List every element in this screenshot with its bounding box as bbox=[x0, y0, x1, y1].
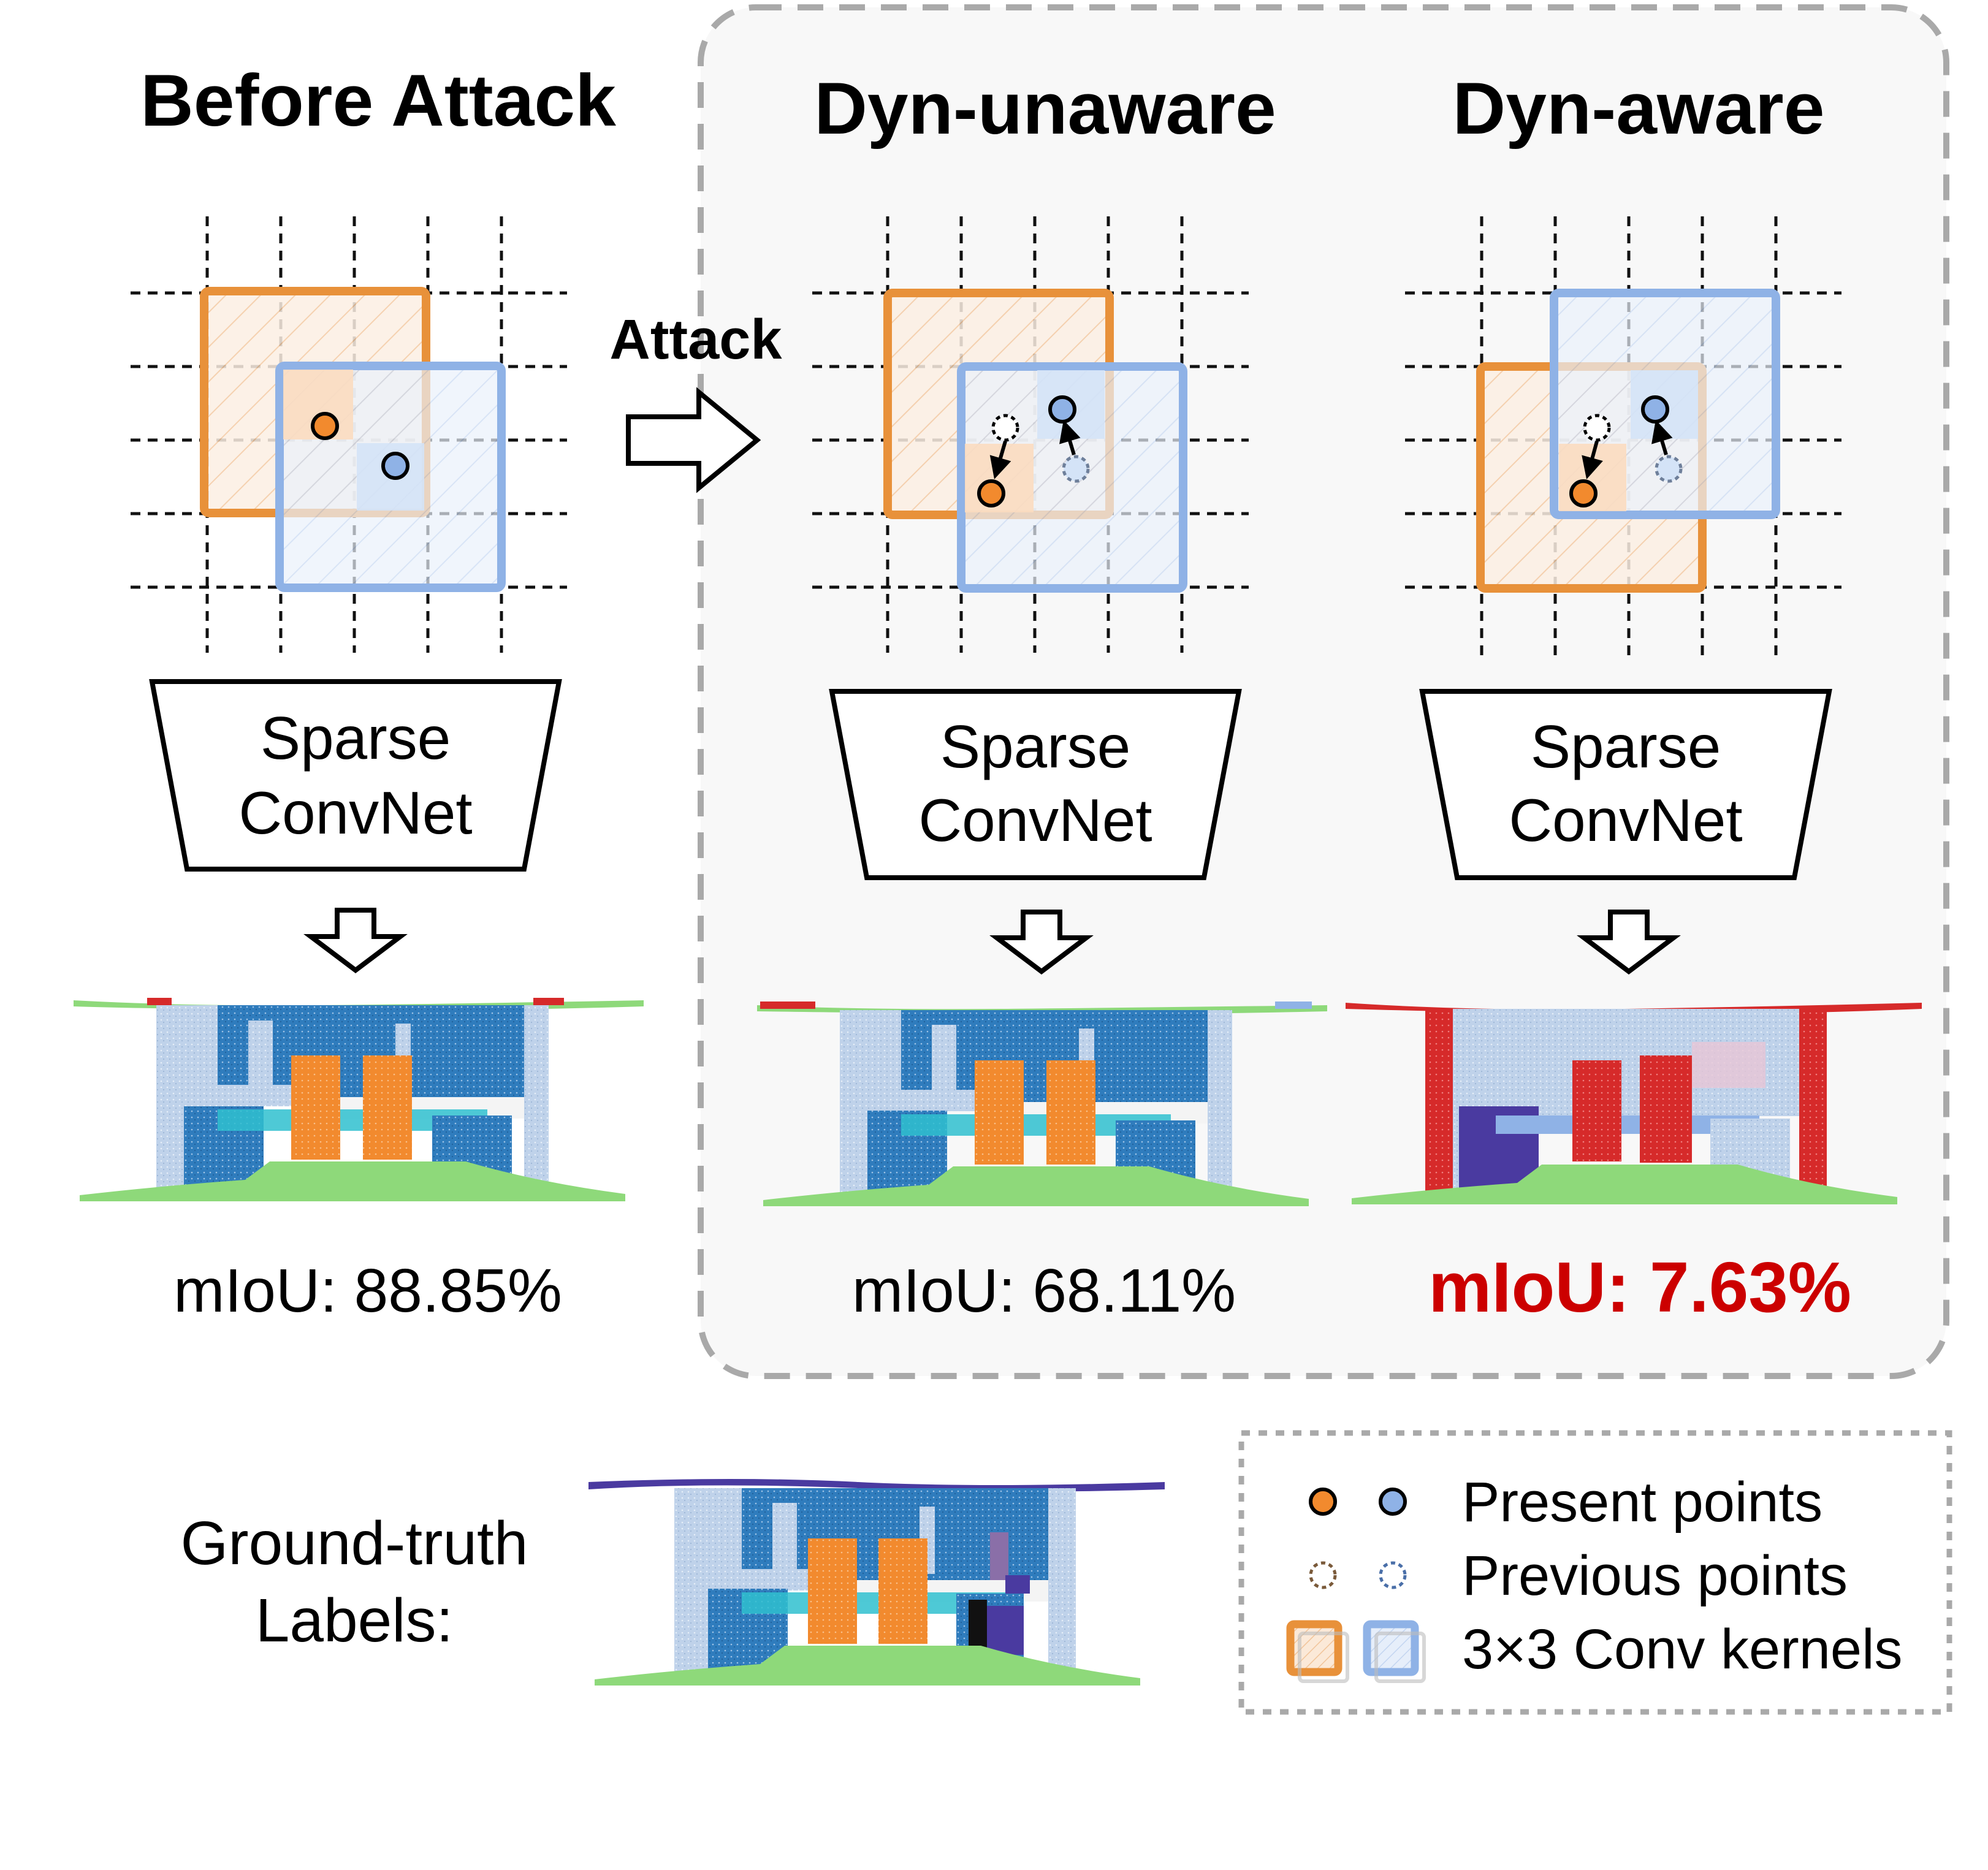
svg-text:ConvNet: ConvNet bbox=[918, 786, 1152, 854]
orange-present-point bbox=[311, 412, 339, 440]
svg-text:Sparse: Sparse bbox=[261, 704, 451, 772]
blue-previous-point bbox=[1062, 455, 1090, 483]
header-dyn-aware: Dyn-aware bbox=[1453, 67, 1825, 150]
header-before-attack: Before Attack bbox=[140, 59, 616, 142]
segmentation-aware bbox=[1346, 1003, 1922, 1204]
ground-truth-label-line1: Ground-truth bbox=[181, 1509, 528, 1578]
blue-present-point bbox=[1641, 395, 1669, 424]
svg-text:ConvNet: ConvNet bbox=[1509, 786, 1742, 854]
legend-present-points: Present points bbox=[1462, 1471, 1822, 1534]
orange-conv-kernel-icon bbox=[1286, 1620, 1342, 1676]
miou-aware: mIoU: 7.63% bbox=[1428, 1247, 1851, 1327]
attack-label: Attack bbox=[609, 308, 782, 371]
down-arrow-icon bbox=[989, 910, 1094, 975]
legend-previous-points: Previous points bbox=[1462, 1545, 1848, 1607]
down-arrow-icon bbox=[1577, 910, 1681, 975]
sparse-convnet-unaware: Sparse ConvNet bbox=[829, 689, 1242, 880]
blue-conv-kernel-icon bbox=[1363, 1620, 1419, 1676]
legend-conv-kernels: 3×3 Conv kernels bbox=[1462, 1618, 1903, 1681]
segmentation-before bbox=[74, 998, 644, 1201]
attack-arrow-icon bbox=[626, 387, 761, 493]
orange-previous-point-icon bbox=[1309, 1561, 1337, 1589]
down-arrow-icon bbox=[303, 908, 408, 974]
orange-present-point-icon bbox=[1309, 1488, 1337, 1516]
voxel-grid-unaware bbox=[812, 216, 1249, 653]
orange-present-point bbox=[1569, 479, 1598, 507]
blue-previous-point-icon bbox=[1379, 1561, 1407, 1589]
svg-text:ConvNet: ConvNet bbox=[238, 779, 472, 846]
blue-present-point-icon bbox=[1379, 1488, 1407, 1516]
blue-present-point bbox=[1048, 395, 1076, 424]
miou-unaware: mIoU: 68.11% bbox=[852, 1256, 1236, 1325]
segmentation-ground-truth bbox=[588, 1479, 1165, 1686]
legend: Present points Previous points 3×3 Conv … bbox=[1238, 1430, 1952, 1715]
ground-truth-label-line2: Labels: bbox=[256, 1586, 453, 1655]
voxel-grid-before bbox=[131, 216, 567, 653]
sparse-convnet-before: Sparse ConvNet bbox=[149, 679, 562, 872]
orange-previous-point bbox=[991, 414, 1019, 442]
blue-previous-point bbox=[1655, 455, 1683, 483]
voxel-grid-aware bbox=[1405, 216, 1841, 662]
blue-present-point bbox=[381, 452, 409, 480]
orange-previous-point bbox=[1583, 414, 1611, 442]
svg-text:Sparse: Sparse bbox=[940, 713, 1131, 780]
orange-present-point bbox=[977, 479, 1005, 507]
segmentation-unaware bbox=[757, 1002, 1327, 1206]
miou-before: mIoU: 88.85% bbox=[173, 1256, 562, 1325]
header-dyn-unaware: Dyn-unaware bbox=[814, 67, 1276, 150]
sparse-convnet-aware: Sparse ConvNet bbox=[1419, 689, 1832, 880]
svg-text:Sparse: Sparse bbox=[1531, 713, 1721, 780]
